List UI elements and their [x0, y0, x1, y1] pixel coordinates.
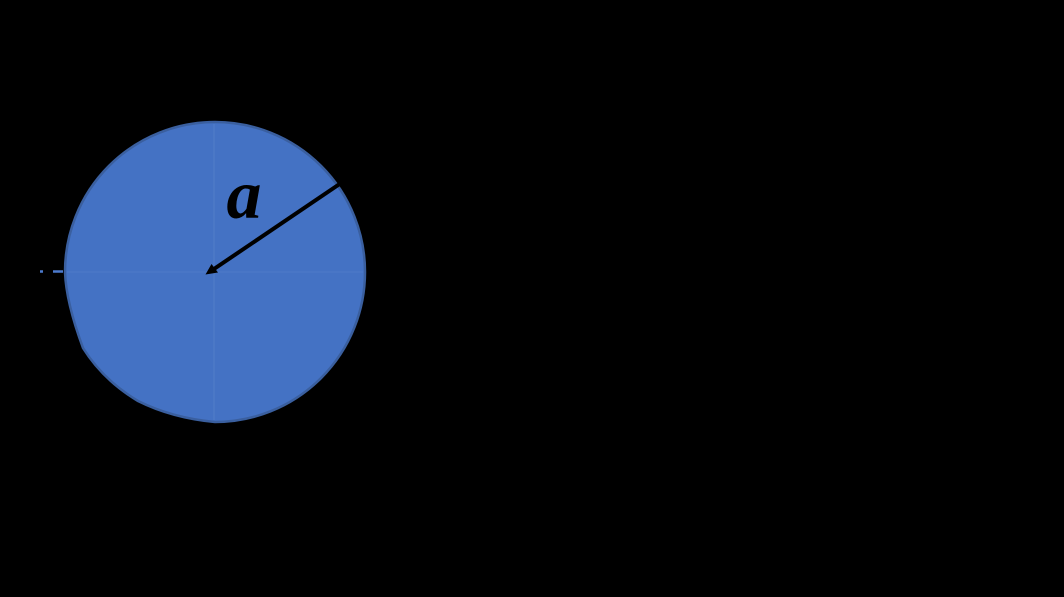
radius-arrowhead	[205, 264, 218, 275]
radius-line	[209, 177, 349, 273]
